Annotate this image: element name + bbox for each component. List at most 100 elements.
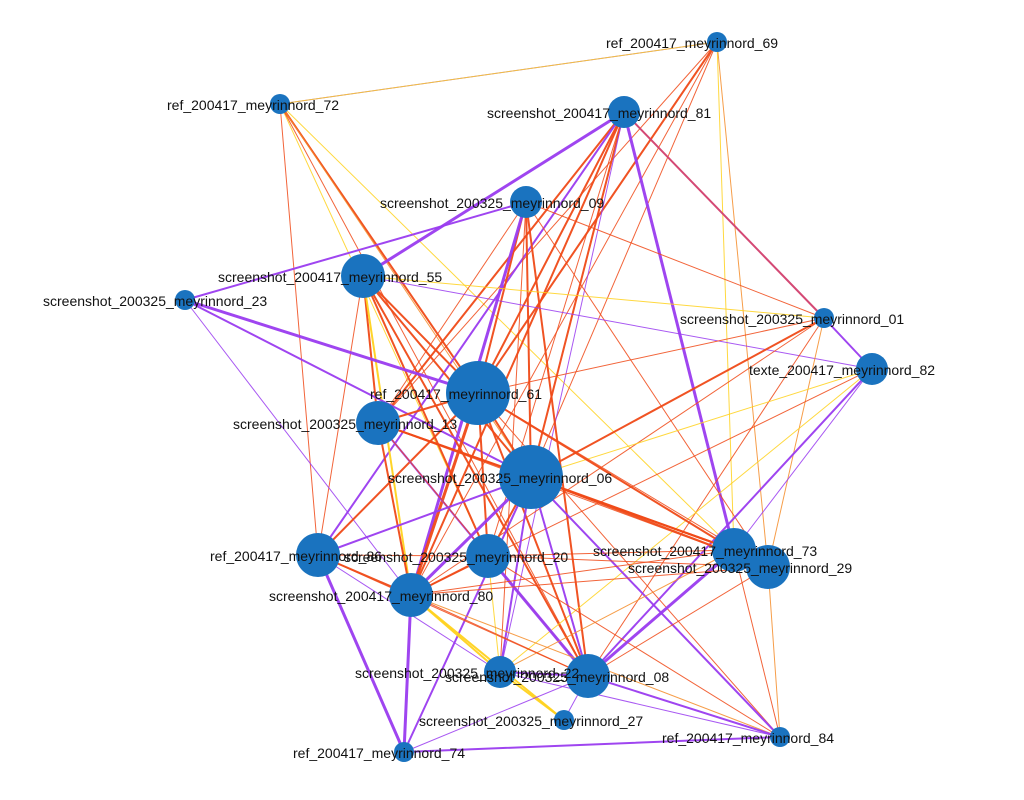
node-label: ref_200417_meyrinnord_74 — [293, 745, 465, 761]
graph-node[interactable] — [175, 290, 195, 310]
graph-edge — [587, 675, 781, 738]
graph-edge — [530, 317, 825, 478]
graph-node[interactable] — [484, 656, 516, 688]
nodes-layer — [175, 32, 888, 762]
graph-edge — [499, 111, 625, 673]
graph-edge — [377, 111, 625, 424]
graph-edge — [316, 553, 406, 754]
graph-node[interactable] — [389, 573, 433, 617]
graph-edge — [317, 111, 625, 556]
graph-node[interactable] — [510, 186, 542, 218]
graph-edge — [279, 103, 319, 556]
node-label: ref_200417_meyrinnord_72 — [167, 97, 339, 113]
graph-edge — [409, 391, 480, 597]
graph-node[interactable] — [341, 254, 385, 298]
node-label: ref_200417_meyrinnord_61 — [370, 386, 542, 402]
graph-edge — [362, 275, 825, 319]
graph-node[interactable] — [394, 742, 414, 762]
graph-edge — [623, 111, 825, 319]
node-label: texte_200417_meyrinnord_82 — [749, 362, 935, 378]
node-label: screenshot_200417_meyrinnord_81 — [487, 105, 711, 121]
graph-edge — [362, 275, 489, 557]
graph-edge — [317, 275, 364, 556]
graph-node[interactable] — [856, 353, 888, 385]
graph-node[interactable] — [770, 727, 790, 747]
node-label: screenshot_200325_meyrinnord_13 — [233, 416, 457, 432]
graph-node[interactable] — [608, 96, 640, 128]
graph-node[interactable] — [466, 534, 510, 578]
node-label: screenshot_200325_meyrinnord_22 — [355, 665, 579, 681]
graph-node[interactable] — [296, 533, 340, 577]
node-label: screenshot_200325_meyrinnord_23 — [43, 293, 267, 309]
graph-edge — [477, 392, 589, 677]
graph-edge — [530, 476, 589, 677]
graph-edge — [622, 110, 736, 552]
graph-edge — [317, 554, 489, 557]
graph-edge — [487, 549, 735, 557]
graph-edge — [477, 317, 825, 394]
graph-edge — [716, 41, 735, 551]
node-label: screenshot_200325_meyrinnord_20 — [344, 549, 568, 565]
node-label: ref_200417_meyrinnord_86 — [210, 548, 382, 564]
graph-edge — [587, 317, 825, 677]
graph-edge — [410, 566, 769, 596]
graph-edge — [362, 275, 532, 478]
graph-node[interactable] — [499, 445, 563, 509]
graph-edge — [184, 299, 532, 478]
graph-edge — [525, 201, 589, 677]
graph-edge — [377, 41, 718, 424]
graph-edge — [530, 111, 625, 478]
node-label: ref_200417_meyrinnord_69 — [606, 35, 778, 51]
graph-edge — [403, 675, 589, 753]
graph-edge — [530, 476, 781, 738]
node-label: screenshot_200325_meyrinnord_06 — [388, 470, 612, 486]
graph-node[interactable] — [814, 308, 834, 328]
graph-edge — [362, 275, 589, 677]
node-label: screenshot_200325_meyrinnord_01 — [680, 311, 904, 327]
graph-edge — [499, 201, 527, 673]
labels-layer: ref_200417_meyrinnord_69 ref_200417_meyri… — [43, 35, 935, 761]
graph-node[interactable] — [446, 361, 510, 425]
graph-edge — [410, 594, 565, 721]
graph-edge — [184, 299, 412, 596]
graph-edge — [279, 41, 718, 105]
node-label: screenshot_200417_meyrinnord_73 — [593, 543, 817, 559]
graph-edge — [530, 41, 718, 478]
graph-edge — [733, 368, 873, 551]
graph-edge — [361, 110, 626, 278]
graph-node[interactable] — [712, 528, 756, 572]
graph-edge — [733, 549, 781, 738]
graph-edge — [477, 111, 625, 394]
graph-edge — [410, 549, 735, 596]
graph-edge — [587, 368, 873, 677]
graph-node[interactable] — [746, 545, 790, 589]
graph-edge — [279, 103, 589, 677]
graph-node[interactable] — [356, 401, 400, 445]
graph-edge — [767, 317, 825, 568]
graph-edge — [403, 476, 532, 753]
node-label: screenshot_200325_meyrinnord_29 — [628, 560, 852, 576]
graph-edge — [317, 476, 532, 556]
graph-edge — [362, 275, 873, 370]
node-label: screenshot_200417_meyrinnord_80 — [269, 588, 493, 604]
graph-edge — [410, 594, 589, 677]
graph-edge — [377, 422, 412, 596]
graph-edge — [525, 201, 769, 568]
graph-edge — [486, 554, 590, 678]
graph-edge — [586, 548, 736, 678]
graph-edge — [403, 736, 781, 753]
graph-node[interactable] — [707, 32, 727, 52]
graph-edge — [279, 103, 735, 551]
graph-edge — [377, 201, 527, 424]
graph-node[interactable] — [566, 654, 610, 698]
node-label: screenshot_200325_meyrinnord_09 — [380, 195, 604, 211]
node-label: screenshot_200325_meyrinnord_08 — [445, 669, 669, 685]
graph-edge — [716, 41, 769, 568]
node-label: ref_200417_meyrinnord_84 — [662, 730, 834, 746]
graph-edge — [402, 593, 413, 754]
graph-edge — [487, 555, 781, 738]
graph-node[interactable] — [270, 94, 290, 114]
graph-node[interactable] — [554, 710, 574, 730]
node-label: screenshot_200417_meyrinnord_55 — [218, 269, 442, 285]
